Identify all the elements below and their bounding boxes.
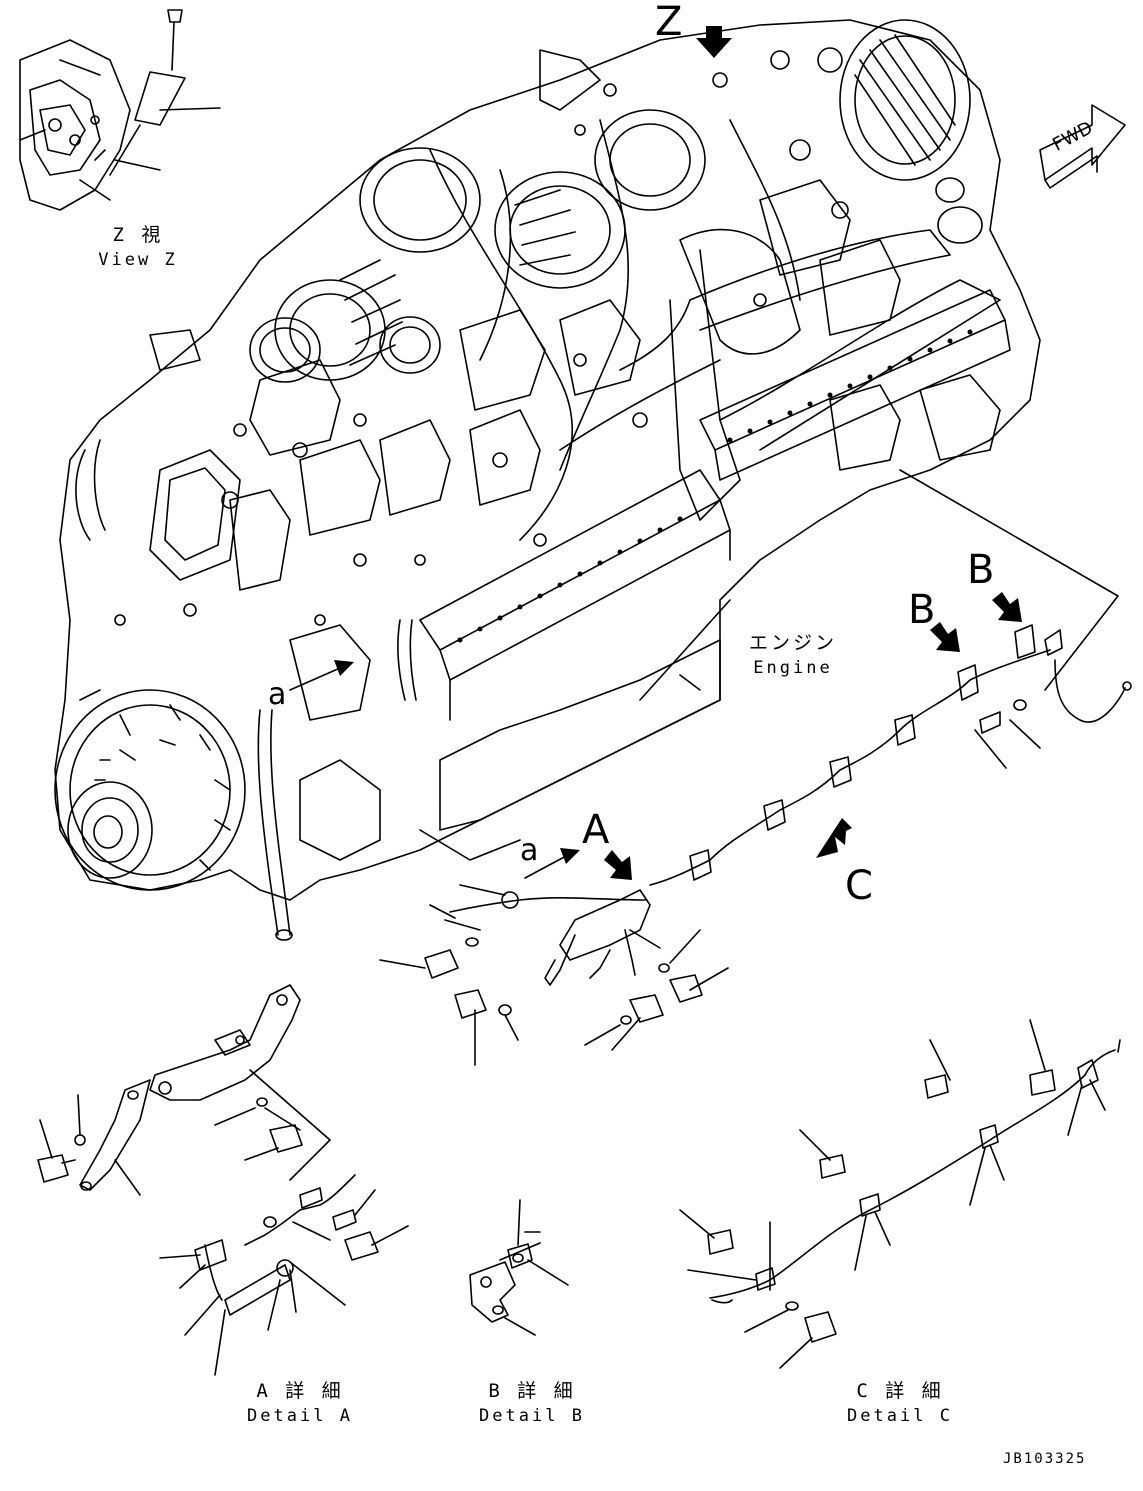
- B-marker-label-1: B: [908, 587, 936, 633]
- detail-b-label-ja: B 詳 細: [488, 1380, 576, 1402]
- engine-body: [54, 19, 1119, 941]
- detail-c-label-ja: C 詳 細: [856, 1380, 944, 1402]
- harness-assembly: [379, 624, 1132, 1066]
- z-arrow: [696, 26, 732, 58]
- detail-a-drawing: [37, 984, 409, 1376]
- B-marker-label-2: B: [967, 547, 995, 593]
- C-marker-label: C: [845, 863, 873, 909]
- a-marker-left-label: a: [268, 677, 287, 712]
- engine-mark: [679, 674, 701, 691]
- C-arrow: [816, 818, 852, 858]
- detail-a-label-ja: A 詳 細: [256, 1380, 344, 1402]
- view-z-label-ja: Z 視: [112, 224, 164, 246]
- detail-a-label-en: Detail A: [247, 1406, 353, 1426]
- detail-c-drawing: [679, 1019, 1121, 1369]
- z-marker-label: Z: [655, 0, 683, 45]
- detail-b-label-en: Detail B: [479, 1406, 585, 1426]
- a-arrow-left: [289, 660, 354, 691]
- A-marker-label: A: [582, 807, 610, 853]
- detail-b-drawing: [469, 1199, 569, 1336]
- B-arrow-2: [992, 592, 1022, 622]
- engine-label-en: Engine: [753, 658, 833, 678]
- a-arrow-right: [524, 848, 580, 879]
- drawing-number: JB103325: [1003, 1451, 1087, 1467]
- view-z-label-en: View Z: [98, 250, 178, 270]
- fwd-arrow: [1039, 104, 1126, 189]
- B-arrow-1: [930, 622, 960, 652]
- view-z-inset: [19, 9, 221, 211]
- a-marker-right-label: a: [520, 833, 539, 868]
- detail-c-label-en: Detail C: [847, 1406, 953, 1426]
- engine-label-ja: エンジン: [748, 632, 837, 654]
- A-arrow: [604, 850, 632, 880]
